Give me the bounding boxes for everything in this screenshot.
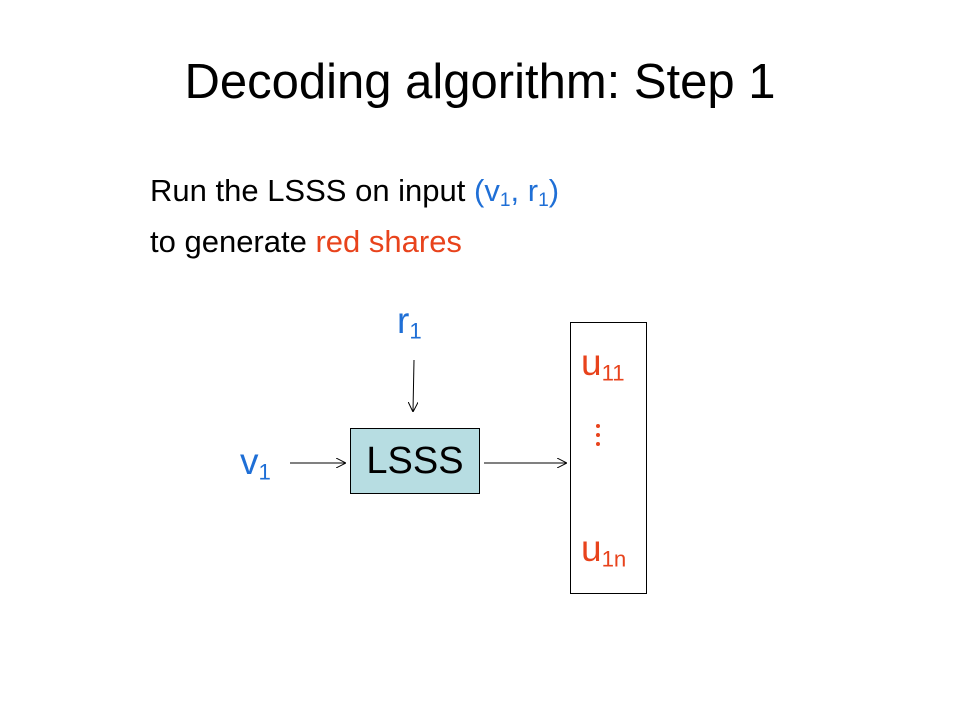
input-label-subscript: 1 [258, 459, 271, 485]
ellipsis-dot [596, 424, 600, 428]
instruction-text-2: to generate [150, 224, 316, 259]
input-label-base: v [240, 441, 259, 482]
share-first-label: u11 [581, 344, 625, 385]
input-tuple-subscript-v: 1 [499, 189, 511, 211]
instruction-line-1: Run the LSSS on input (v1, r1) [150, 175, 559, 210]
lsss-box-label: LSSS [366, 440, 464, 482]
randomness-arrow [413, 359, 414, 411]
share-first-subscript: 11 [601, 360, 625, 386]
randomness-label-base: r [397, 300, 410, 341]
input-label: v1 [240, 443, 271, 484]
randomness-label: r1 [397, 302, 422, 343]
vertical-ellipsis [593, 424, 603, 451]
randomness-label-subscript: 1 [409, 318, 422, 344]
share-last-subscript: 1n [601, 546, 627, 572]
input-tuple-close: ) [548, 173, 560, 208]
input-tuple-mid: , r [510, 173, 539, 208]
instruction-text: Run the LSSS on input [150, 173, 475, 208]
shares-box [570, 322, 647, 594]
lsss-box: LSSS [350, 428, 480, 494]
input-tuple: (v1, r1) [474, 173, 560, 211]
share-last-base: u [581, 528, 602, 569]
input-tuple-subscript-r: 1 [538, 189, 549, 211]
instruction-line-2: to generate red shares [150, 226, 462, 257]
share-first-base: u [581, 342, 602, 383]
ellipsis-dot [596, 442, 600, 446]
ellipsis-dot [596, 433, 600, 437]
input-tuple-open: (v [474, 173, 500, 208]
slide-title: Decoding algorithm: Step 1 [184, 55, 776, 109]
share-last-label: u1n [581, 530, 626, 571]
red-shares-highlight: red shares [315, 224, 462, 259]
